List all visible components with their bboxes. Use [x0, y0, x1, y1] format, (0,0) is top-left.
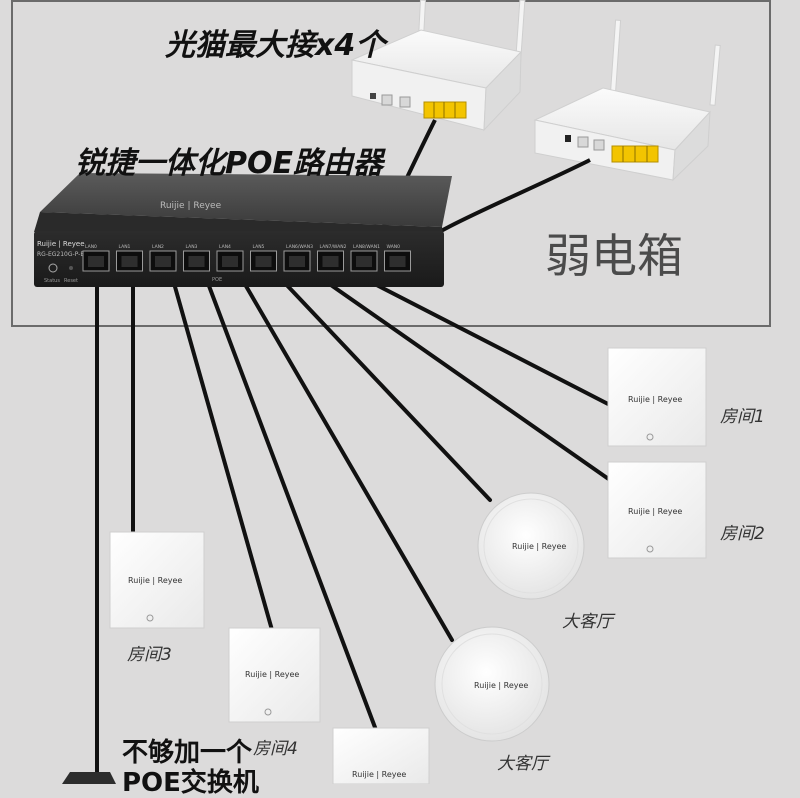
downlink-cables	[95, 260, 612, 784]
modem-note: 光猫最大接x4个	[165, 28, 386, 63]
living-room-2-label: 大客厅	[497, 754, 548, 774]
living-room-1-label: 大客厅	[562, 612, 613, 632]
ap-room5: Ruijie | Reyee	[332, 727, 430, 784]
svg-text:Ruijie | Reyee: Ruijie | Reyee	[628, 507, 682, 516]
router-port-socket	[222, 256, 238, 267]
cable-to-living-room-2	[230, 260, 454, 642]
router-port-socket	[88, 256, 104, 267]
router-top-logo: Ruijie | Reyee	[160, 201, 222, 211]
cable-to-room4	[166, 260, 274, 632]
status-led-icon	[48, 263, 58, 273]
ap-living-room-1: Ruijie | Reyee	[477, 492, 585, 600]
switch-note-line2: POE交换机	[122, 768, 259, 798]
router-port-socket	[389, 256, 406, 267]
router-port-label: LAN3	[186, 244, 198, 250]
reset-pinhole-icon	[69, 266, 73, 270]
router-port-label: LAN1	[119, 244, 131, 250]
ap-room3: Ruijie | Reyee	[109, 531, 205, 629]
router-port-label: WAN0	[387, 244, 401, 250]
router-port-socket	[356, 256, 372, 267]
router-port-label: LAN7/WAN2	[320, 244, 347, 250]
router-model: RG-EG210G-P-E	[37, 251, 84, 258]
router-port-socket	[289, 256, 305, 267]
reset-label: Reset	[64, 278, 78, 284]
switch-note-line1: 不够加一个	[122, 738, 253, 768]
poe-label: POE	[212, 277, 222, 283]
router-port-label: LAN2	[152, 244, 164, 250]
cabinet-label: 弱电箱	[545, 229, 683, 283]
ap-room1: Ruijie | Reyee	[607, 347, 707, 447]
svg-text:Ruijie | Reyee: Ruijie | Reyee	[474, 681, 528, 690]
poe-switch	[62, 772, 116, 784]
router-port-socket	[255, 256, 272, 267]
ap-room4: Ruijie | Reyee	[228, 627, 321, 723]
router-port-label: LAN0	[85, 244, 97, 250]
svg-text:Ruijie | Reyee: Ruijie | Reyee	[628, 395, 682, 404]
room2-label: 房间2	[720, 524, 765, 544]
optical-modem-2	[533, 19, 721, 182]
room4-label: 房间4	[253, 739, 298, 759]
router-port-socket	[322, 256, 339, 267]
router-port-socket	[121, 256, 138, 267]
svg-text:Ruijie | Reyee: Ruijie | Reyee	[245, 670, 299, 679]
ap-room2: Ruijie | Reyee	[607, 461, 707, 559]
cable-to-room5	[198, 260, 378, 732]
router-front-logo: Ruijie | Reyee	[37, 240, 85, 248]
poe-router: Ruijie | Reyee Ruijie | Reyee RG-EG210G-…	[34, 173, 452, 287]
cable-to-living-room-1	[263, 260, 492, 502]
ap-living-room-2: Ruijie | Reyee	[434, 626, 550, 742]
switch-note: 不够加一个 POE交换机	[122, 738, 259, 798]
router-port-socket	[188, 256, 205, 267]
status-label: Status	[44, 278, 60, 284]
cable-to-room2	[296, 260, 612, 482]
router-title: 锐捷一体化POE路由器	[75, 146, 383, 181]
svg-text:Ruijie | Reyee: Ruijie | Reyee	[512, 542, 566, 551]
router-port-label: LAN6/WAN3	[286, 244, 313, 250]
room3-label: 房间3	[127, 645, 172, 665]
router-port-row: LAN0 LAN1 LAN2 LAN3 LAN4 LAN5 LAN6/WAN3 LAN7/WA…	[82, 244, 411, 272]
router-port-socket	[155, 256, 171, 267]
router-port-label: LAN5	[253, 244, 265, 250]
svg-text:Ruijie | Reyee: Ruijie | Reyee	[128, 576, 182, 585]
room1-label: 房间1	[720, 407, 765, 427]
router-port-label: LAN4	[219, 244, 231, 250]
svg-text:Ruijie | Reyee: Ruijie | Reyee	[352, 770, 406, 779]
router-port-label: LAN8/WAN1	[353, 244, 380, 250]
optical-modem-1	[350, 0, 526, 132]
